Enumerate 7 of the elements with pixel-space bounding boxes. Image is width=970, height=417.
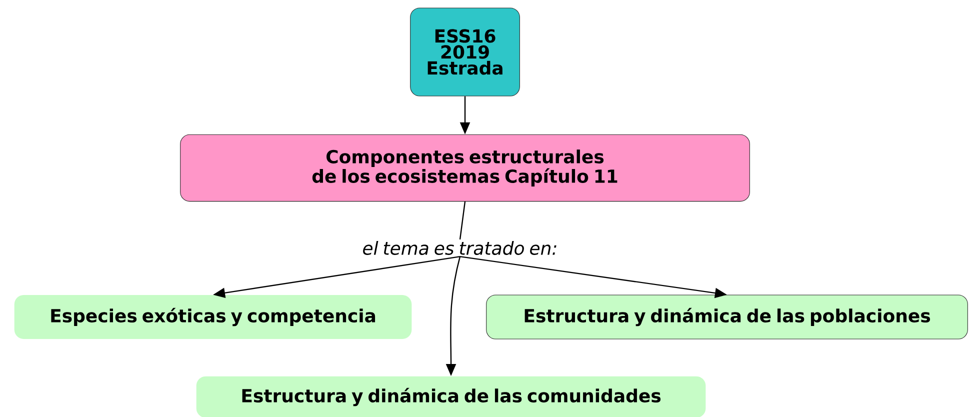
concept-box: Estructura y dinámica de las poblaciones xyxy=(486,294,968,340)
concept-box: Especies exóticas y competencia xyxy=(14,295,412,339)
concept-box: Estructura y dinámica de las comunidades xyxy=(196,376,706,417)
concept-box: Componentes estructurales de los ecosistemas Capítulo 11 xyxy=(180,134,750,202)
concept-box: ESS16 2019 Estrada xyxy=(410,8,520,96)
connector-line xyxy=(459,202,466,240)
linking-phrase: el tema es tratado en: xyxy=(363,241,556,255)
